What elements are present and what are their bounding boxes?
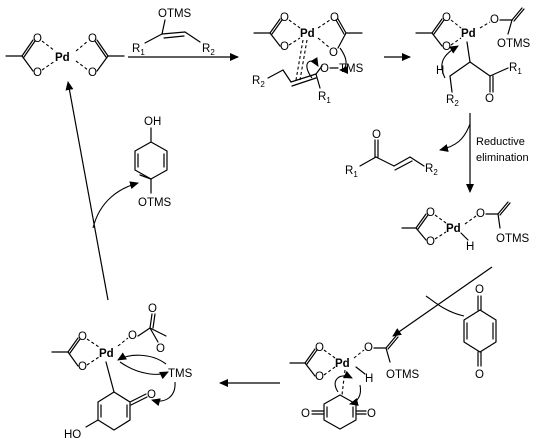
- oxygen-label: O: [78, 361, 87, 373]
- oxygen-label: O: [156, 343, 165, 355]
- oxygen-label: O: [280, 12, 289, 24]
- palladium-label: Pd: [461, 28, 476, 40]
- oxygen-label: O: [485, 93, 494, 105]
- r1-label: R1: [345, 165, 358, 179]
- curly-arrow-release-hydroquinone: [92, 181, 139, 229]
- r2-label: R2: [202, 43, 215, 57]
- r2-label: R2: [252, 75, 265, 89]
- pd-acetate-catalyst: O O Pd O O: [5, 33, 125, 79]
- oxygen-label: O: [426, 207, 435, 219]
- arrow-regenerate-catalyst: [65, 81, 109, 301]
- r1-label: R1: [318, 91, 331, 105]
- pd-benzoquinone-complex: O O Pd O H OTMS O O: [289, 335, 420, 430]
- oxygen-label: O: [88, 33, 97, 45]
- curly-arrow-bq-joins: [425, 295, 465, 317]
- hydrogen-label: H: [466, 241, 474, 253]
- oxygen-label: O: [315, 342, 324, 354]
- oxygen-label: O: [490, 14, 499, 26]
- otms-label: OTMS: [158, 8, 192, 20]
- otms-label: OTMS: [496, 233, 530, 245]
- r2-label: R2: [425, 163, 438, 177]
- palladium-label: Pd: [99, 348, 114, 360]
- oxygen-label: O: [320, 63, 329, 75]
- oxygen-label: O: [330, 12, 339, 24]
- oxygen-label: O: [280, 41, 289, 53]
- oxygen-label: O: [367, 408, 376, 420]
- oxygen-label: O: [148, 303, 157, 315]
- step-label-line2: elimination: [476, 152, 529, 164]
- palladium-label: Pd: [446, 223, 461, 235]
- oxygen-label: O: [372, 129, 381, 141]
- alkyl-pd-intermediate: O O Pd O O OTMS H O R1 R2: [415, 7, 531, 108]
- oxygen-label: O: [442, 12, 451, 24]
- hydrogen-label: H: [436, 65, 444, 77]
- palladium-label: Pd: [335, 358, 350, 370]
- oxygen-label: O: [33, 33, 42, 45]
- r1-label: R1: [132, 43, 145, 57]
- oxygen-label: O: [78, 331, 87, 343]
- otms-label: OTMS: [497, 38, 531, 50]
- palladium-label: Pd: [55, 52, 70, 64]
- oxygen-label: O: [475, 284, 484, 296]
- oxygen-label: O: [315, 371, 324, 383]
- tms-label: TMS: [168, 368, 193, 380]
- silyl-enol-ether-reagent: OTMS R1 R2: [132, 8, 215, 57]
- oxygen-label: O: [426, 236, 435, 248]
- hydrogen-label: H: [365, 373, 373, 385]
- curly-arrow-release: [439, 123, 471, 152]
- oxygen-label: O: [301, 408, 310, 420]
- hydroxy-label: OH: [144, 116, 161, 128]
- r1-label: R1: [509, 62, 522, 76]
- pd-aryloxy-silyl-complex: O O Pd O O O TMS O HO: [51, 303, 193, 441]
- oxygen-label: O: [442, 41, 451, 53]
- oxygen-label: O: [329, 47, 338, 59]
- oxygen-label: O: [147, 389, 156, 401]
- pd-alkene-pi-complex: O O Pd O O R2 R1 O TMS: [252, 12, 364, 105]
- enone-product: O R1 R2: [345, 129, 438, 179]
- oxygen-label: O: [33, 67, 42, 79]
- arrow-to-bq-complex: [392, 266, 493, 337]
- oxygen-label: O: [88, 67, 97, 79]
- otms-label: OTMS: [138, 197, 172, 209]
- hydroxy-label: HO: [64, 429, 81, 441]
- oxygen-label: O: [475, 369, 484, 381]
- oxygen-label: O: [364, 342, 373, 354]
- r2-label: R2: [446, 94, 459, 108]
- hydroquinone-monosilyl-ether: OH OTMS: [134, 116, 172, 209]
- palladium-label: Pd: [300, 28, 315, 40]
- step-label-line1: Reductive: [476, 136, 525, 148]
- oxygen-label: O: [128, 330, 137, 342]
- benzoquinone: O O: [463, 284, 497, 381]
- otms-label: OTMS: [386, 369, 420, 381]
- pd-hydride-intermediate: O O Pd H O OTMS: [401, 201, 530, 253]
- oxygen-label: O: [476, 208, 485, 220]
